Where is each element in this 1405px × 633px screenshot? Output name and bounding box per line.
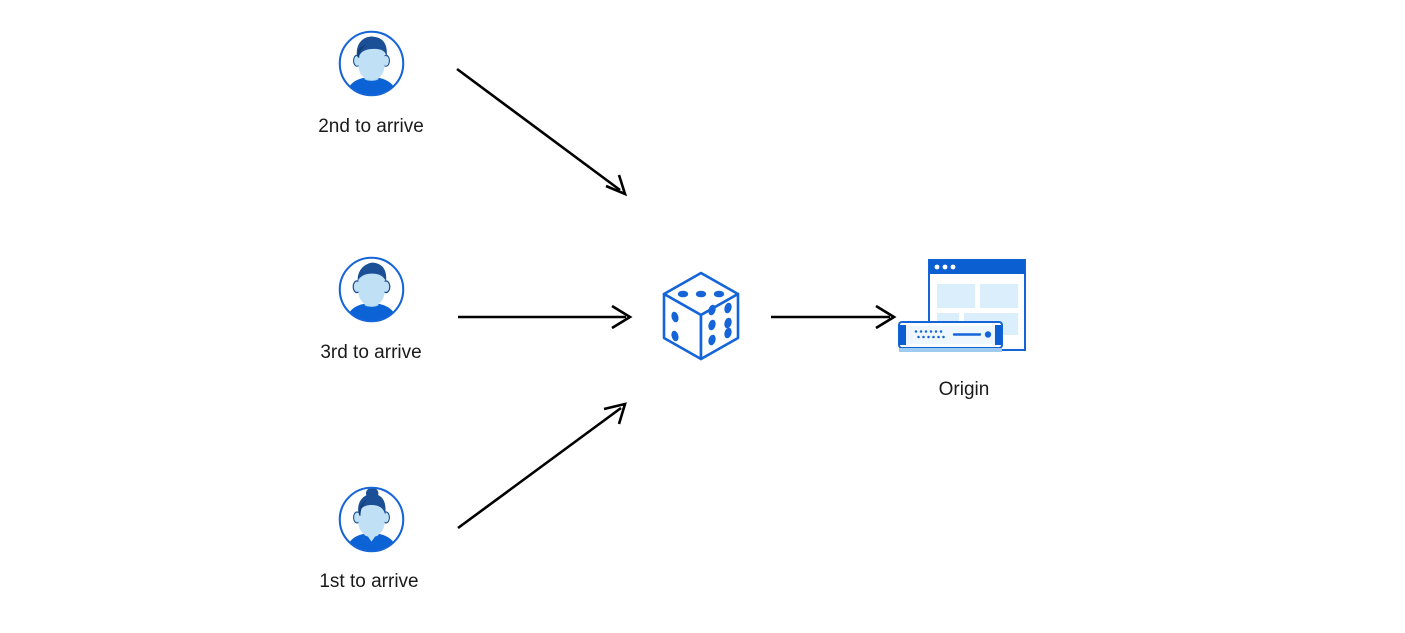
node-visitor-3rd (337, 255, 406, 324)
label-origin: Origin (938, 379, 990, 400)
label-visitor-2nd: 2nd to arrive (318, 116, 424, 137)
origin-server-icon (898, 259, 1026, 352)
dice-icon (662, 271, 740, 361)
label-visitor-1st: 1st to arrive (319, 571, 419, 592)
arrow-1st-to-dice (457, 402, 627, 530)
label-visitor-3rd: 3rd to arrive (320, 342, 422, 363)
user-avatar-icon (338, 486, 405, 553)
user-avatar-icon (338, 256, 405, 323)
arrow-3rd-to-dice (458, 304, 633, 330)
node-visitor-1st (337, 485, 406, 554)
node-origin (894, 256, 1036, 360)
user-avatar-icon (338, 30, 405, 97)
arrow-dice-to-origin (771, 304, 897, 330)
node-visitor-2nd (337, 29, 406, 98)
server-device-icon (898, 321, 1003, 352)
node-load-balancer (660, 270, 742, 364)
